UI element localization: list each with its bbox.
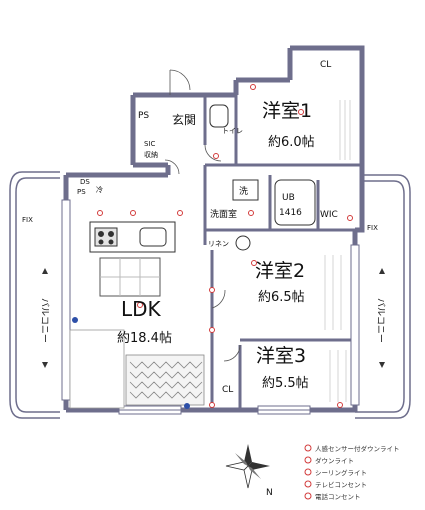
linen-label: リネン	[208, 240, 229, 248]
motion-sensor-downlight-icon	[304, 444, 312, 452]
arrow-down-icon	[42, 362, 48, 368]
washroom-label: 洗面室	[210, 208, 237, 220]
wic-label: WIC	[320, 210, 338, 220]
washer-label: 洗	[239, 185, 248, 197]
fix-left-label: FIX	[22, 216, 33, 224]
bathtub	[274, 179, 316, 226]
toilet-fixture	[209, 104, 229, 128]
bedroom2-area: 約6.5帖	[258, 290, 305, 305]
bedroom1-name: 洋室1	[262, 100, 312, 122]
legend-item-3: シーリングライト	[315, 468, 367, 477]
door-swings	[164, 69, 241, 362]
ps-kitchen-label: PS	[77, 188, 86, 196]
compass-north-label: N	[266, 488, 273, 498]
bedroom2-shade	[324, 255, 342, 330]
legend: 人感センサー付ダウンライト ダウンライト シーリングライト テレビコンセント 電…	[304, 444, 400, 501]
balcony-left-label: バルコニー	[39, 298, 50, 343]
ps-entrance-label: PS	[138, 111, 149, 121]
herringbone-floor	[125, 354, 205, 406]
unit-bath-label: UB	[282, 193, 295, 203]
closet-bottom-label: CL	[222, 385, 233, 395]
downlight-icon	[304, 456, 312, 464]
ceiling-light-icon	[304, 468, 312, 476]
bedroom2-name: 洋室2	[255, 260, 305, 282]
tv-outlet-icon	[184, 403, 190, 409]
light-fixtures	[97, 84, 353, 408]
unit-bath-size: 1416	[279, 208, 302, 218]
toilet-label: トイレ	[222, 127, 243, 135]
legend-item-4: テレビコンセント	[315, 480, 367, 489]
phone-outlet-icon	[304, 492, 312, 500]
bedroom3-name: 洋室3	[256, 345, 306, 367]
balcony-left	[9, 171, 60, 419]
legend-item-2: ダウンライト	[315, 456, 354, 465]
arrow-down-icon	[379, 362, 385, 368]
tv-outlet-icon	[304, 480, 312, 488]
washing-machine	[232, 179, 259, 201]
balcony-right	[355, 174, 411, 419]
entrance-label: 玄関	[172, 112, 196, 127]
closet-top-label: CL	[320, 60, 331, 70]
fix-right-label: FIX	[367, 224, 378, 232]
bedroom1-area: 約6.0帖	[268, 135, 315, 150]
compass-rose-icon	[225, 444, 270, 489]
bedroom3-area: 約5.5帖	[262, 376, 309, 391]
sofa-area	[69, 329, 125, 409]
legend-item-5: 電話コンセント	[315, 492, 361, 501]
sic-label: SIC	[144, 140, 156, 148]
washbasin	[235, 235, 251, 251]
ldk-name: LDK	[121, 297, 162, 321]
ldk-area: 約18.4帖	[117, 331, 172, 346]
tv-outlet-icon	[72, 317, 78, 323]
bedroom1-shade	[339, 100, 351, 160]
ds-label: DS	[80, 178, 90, 186]
balcony-right-label: バルコニー	[375, 298, 386, 343]
arrow-up-icon	[42, 268, 48, 274]
kitchen	[89, 221, 176, 297]
sic-storage-label: 収納	[144, 150, 158, 159]
bedroom3-shade	[329, 350, 347, 402]
windows	[61, 199, 360, 415]
legend-item-1: 人感センサー付ダウンライト	[315, 444, 400, 453]
arrow-up-icon	[379, 268, 385, 274]
fridge-label: 冷	[96, 185, 103, 194]
